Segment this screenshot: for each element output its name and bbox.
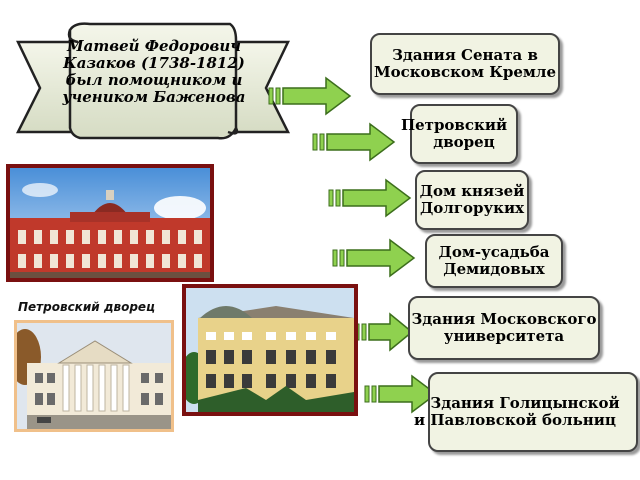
banner-line: Матвей Федорович — [67, 37, 241, 55]
label-line: дворец — [433, 133, 495, 151]
label-line: Дом князей — [419, 182, 525, 200]
banner-line: Казаков (1738-1812) — [63, 54, 245, 72]
arrow-right-icon — [364, 374, 438, 414]
arrow-right-icon — [268, 76, 352, 116]
label-line: университета — [443, 327, 565, 345]
photo-senate-building — [182, 284, 358, 416]
photo-petrovsky-palace — [6, 164, 214, 282]
label-line: Демидовых — [443, 260, 545, 278]
label-line: Долгоруких — [419, 199, 525, 217]
photo-caption: Петровский дворец — [18, 300, 155, 314]
label-line: Здания Сената в — [392, 46, 538, 64]
building-label-demidov: Дом-усадьба Демидовых — [425, 234, 563, 288]
label-line: Здания Московского — [411, 310, 597, 328]
building-label-hospitals: Здания Голицынской и Павловской больниц — [414, 372, 638, 452]
building-label-senate: Здания Сената в Московском Кремле — [370, 33, 560, 95]
label-line: и Павловской больниц — [414, 411, 616, 429]
arrow-right-icon — [332, 238, 416, 278]
label-line: Петровский — [400, 116, 508, 134]
banner-line: учеником Баженова — [62, 88, 246, 106]
building-label-petrovsky: Петровский дворец — [401, 104, 518, 164]
arrow-right-icon — [354, 312, 414, 352]
label-line: Дом-усадьба — [438, 243, 550, 261]
arrow-right-icon — [312, 122, 396, 162]
arrow-right-icon — [328, 178, 412, 218]
label-line: Московском Кремле — [373, 63, 557, 81]
building-label-university: Здания Московского университета — [408, 296, 600, 360]
banner-text: Матвей Федорович Казаков (1738-1812) был… — [40, 38, 268, 106]
building-label-dolgoruky: Дом князей Долгоруких — [415, 170, 529, 230]
title-ribbon — [15, 22, 291, 140]
banner-line: был помощником и — [65, 71, 243, 89]
label-line: Здания Голицынской — [430, 394, 620, 412]
photo-university — [14, 320, 174, 432]
